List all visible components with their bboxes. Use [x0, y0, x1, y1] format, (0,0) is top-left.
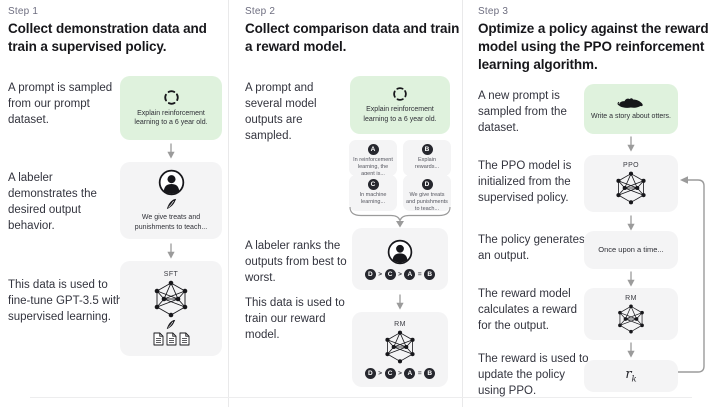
rank-separator: > — [378, 369, 383, 377]
dashed-circle-icon — [392, 86, 408, 102]
document-icon — [179, 332, 190, 346]
reward-variable: rk — [625, 367, 636, 385]
step1-labeler-box-label: We give treats and punishments to teach.… — [134, 214, 208, 231]
down-arrow-icon — [395, 294, 405, 310]
step1-heading: Collect demonstration data and train a s… — [8, 21, 207, 54]
step2-heading: Collect comparison data and train a rewa… — [245, 21, 460, 54]
step3-output-box-label: Once upon a time... — [598, 244, 664, 254]
down-arrow-icon — [626, 342, 636, 358]
ranking-row: D > C > A = B — [364, 268, 436, 280]
person-icon — [387, 239, 413, 265]
step2-prompt-caption: A prompt and several model outputs are s… — [245, 82, 317, 143]
rank-separator: = — [417, 270, 422, 278]
step3-output-caption: The policy generates an output. — [478, 234, 585, 263]
step1-prompt-box-label: Explain reinforcement learning to a 6 ye… — [134, 109, 208, 126]
loop-arrow-icon — [678, 176, 705, 373]
ranking-row: D > C > A = B — [364, 367, 436, 379]
otter-icon — [617, 96, 645, 109]
step3-reward-caption: The reward model calculates a reward for… — [478, 288, 578, 333]
rank-separator: > — [398, 369, 402, 377]
curly-brace-icon — [348, 206, 452, 228]
output-b-box: B Explain rewards... — [403, 140, 451, 176]
down-arrow-icon — [166, 143, 176, 159]
neural-network-icon — [612, 304, 650, 334]
output-d-text: We give treats and punishments to teach.… — [406, 192, 448, 211]
output-a-text: In reinforcement learning, the agent is.… — [353, 157, 393, 176]
output-a-box: A In reinforcement learning, the agent i… — [349, 140, 397, 176]
step3-prompt-box-label: Write a story about otters. — [590, 113, 671, 121]
rank-item: C — [384, 268, 396, 280]
document-icon — [153, 332, 164, 346]
rm-title: RM — [394, 320, 406, 328]
document-icon — [166, 332, 177, 346]
step1-prompt-box: Explain reinforcement learning to a 6 ye… — [120, 76, 222, 140]
ppo-title: PPO — [623, 162, 639, 169]
output-d-badge: D — [421, 179, 433, 190]
step2-train-caption: This data is used to train our reward mo… — [245, 297, 345, 342]
step2-prompt-box-label: Explain reinforcement learning to a 6 ye… — [363, 106, 437, 123]
neural-network-icon — [149, 280, 193, 318]
down-arrow-icon — [166, 243, 176, 259]
step3-prompt-box: Write a story about otters. — [584, 84, 678, 134]
output-c-text: In machine learning... — [359, 192, 387, 205]
rm-title: RM — [625, 294, 637, 302]
step3-heading: Optimize a policy against the reward mod… — [478, 21, 709, 72]
bottom-divider — [30, 397, 692, 398]
step3-ppo-box: PPO — [584, 155, 678, 212]
output-a-badge: A — [367, 144, 379, 155]
rank-item: B — [424, 367, 436, 379]
step1-label: Step 1 — [8, 6, 39, 17]
quill-icon — [166, 319, 176, 330]
output-d-box: D We give treats and punishments to teac… — [403, 175, 451, 211]
step1-prompt-caption: A prompt is sampled from our prompt data… — [8, 82, 113, 127]
output-b-badge: B — [421, 144, 433, 155]
rank-separator: > — [378, 270, 383, 278]
step1-labeler-box: We give treats and punishments to teach.… — [120, 162, 222, 239]
step1-labeler-caption: A labeler demonstrates the desired outpu… — [8, 172, 97, 233]
column-divider-1 — [228, 0, 229, 407]
step3-rm-box: RM — [584, 288, 678, 340]
rank-item: C — [384, 367, 396, 379]
output-c-badge: C — [367, 179, 379, 190]
person-icon — [158, 169, 185, 196]
rank-item: A — [404, 268, 416, 280]
down-arrow-icon — [626, 271, 636, 287]
step3-update-caption: The reward is used to update the policy … — [478, 353, 589, 398]
step3-ppo-caption: The PPO model is initialized from the su… — [478, 160, 572, 205]
neural-network-icon — [379, 330, 421, 364]
rank-item: D — [364, 367, 376, 379]
quill-icon — [166, 198, 177, 210]
rank-item: B — [424, 268, 436, 280]
step2-labeler-box: D > C > A = B — [352, 228, 448, 290]
neural-network-icon — [611, 171, 651, 205]
step1-finetune-caption: This data is used to fine-tune GPT-3.5 w… — [8, 279, 123, 324]
rank-separator: = — [417, 369, 422, 377]
step1-sft-box: SFT — [120, 261, 222, 356]
rank-item: A — [404, 367, 416, 379]
documents-row — [153, 332, 190, 346]
rank-item: D — [364, 268, 376, 280]
step2-rm-box: RM D > C > A = B — [352, 312, 448, 387]
down-arrow-icon — [626, 215, 636, 231]
rank-separator: > — [398, 270, 402, 278]
sft-title: SFT — [163, 271, 179, 278]
step3-output-box: Once upon a time... — [584, 231, 678, 269]
step2-prompt-box: Explain reinforcement learning to a 6 ye… — [350, 76, 450, 134]
output-b-text: Explain rewards... — [414, 157, 440, 170]
dashed-circle-icon — [163, 89, 180, 106]
step3-label: Step 3 — [478, 6, 509, 17]
step3-reward-value-box: rk — [584, 360, 678, 392]
step2-rank-caption: A labeler ranks the outputs from best to… — [245, 240, 347, 285]
down-arrow-icon — [626, 136, 636, 152]
reward-var-k: k — [631, 374, 637, 385]
step2-label: Step 2 — [245, 6, 276, 17]
output-c-box: C In machine learning... — [349, 175, 397, 211]
reward-var-r: r — [625, 367, 632, 383]
step3-prompt-caption: A new prompt is sampled from the dataset… — [478, 90, 567, 135]
column-divider-2 — [462, 0, 463, 407]
